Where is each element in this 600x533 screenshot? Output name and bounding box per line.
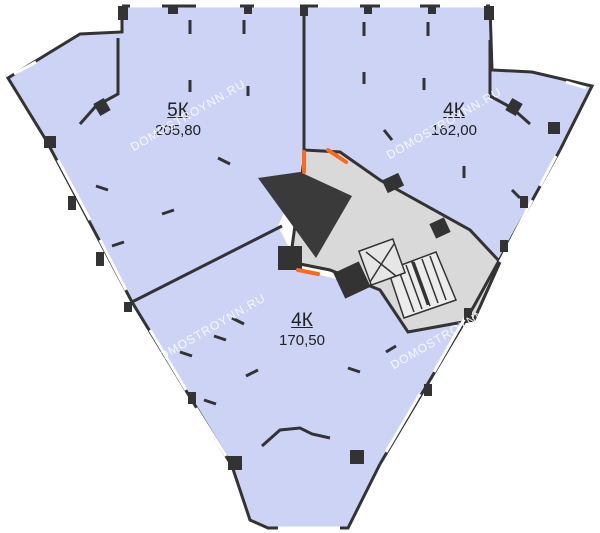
apartment-4k-right-area[interactable] — [304, 6, 592, 306]
apartment-area: 162,00 — [431, 121, 477, 139]
apartment-type: 5К — [167, 100, 189, 121]
apartment-type: 4К — [291, 310, 313, 331]
bay-windows — [78, 38, 531, 448]
elevator-shaft — [258, 172, 352, 258]
apartment-type: 4К — [443, 100, 465, 121]
apartment-label-4k-bottom[interactable]: 4К 170,50 — [262, 310, 342, 349]
apartment-area: 170,50 — [279, 331, 325, 349]
core-column — [381, 172, 405, 194]
interior-stubs — [95, 20, 522, 406]
staircase — [387, 251, 457, 319]
partition-walls — [131, 6, 306, 304]
elevator-cabins — [357, 237, 407, 287]
apartment-label-5k[interactable]: 5К 205,80 — [138, 100, 218, 139]
apartment-5k-area[interactable] — [8, 6, 304, 302]
apartment-label-4k-right[interactable]: 4К 162,00 — [414, 100, 494, 139]
apartment-area: 205,80 — [155, 121, 201, 139]
core-column — [333, 261, 371, 299]
entrance-door-accents — [296, 148, 348, 276]
core-column — [278, 246, 302, 270]
perimeter-columns — [44, 6, 560, 470]
core-column — [429, 217, 451, 239]
windows — [13, 4, 587, 530]
